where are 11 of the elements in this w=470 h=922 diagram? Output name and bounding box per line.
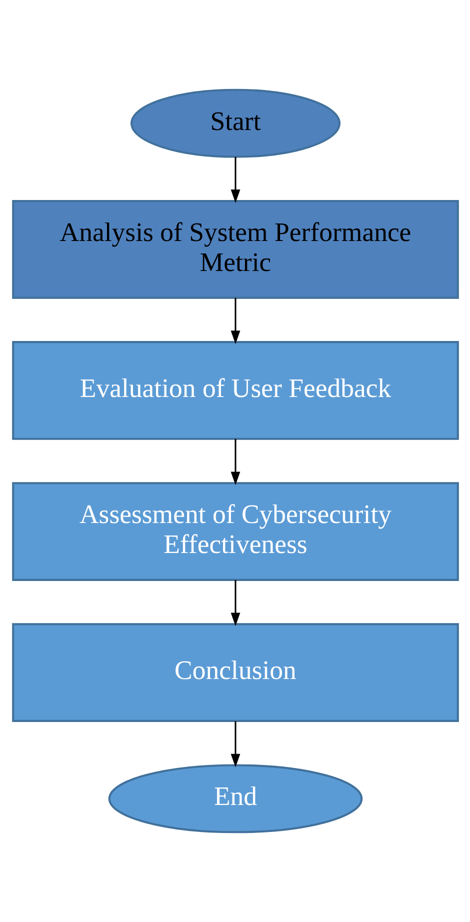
node-ellipse: Start [130,88,340,158]
arrow [230,580,240,626]
arrow [230,721,240,768]
arrow [230,438,240,486]
arrow [230,156,240,203]
arrow [230,298,240,344]
node-box: Assessment of Cybersecurity Effectiveness [12,482,458,581]
node-box: Conclusion [12,623,458,722]
node-box: Evaluation of User Feedback [12,341,458,440]
node-ellipse: End [108,764,362,834]
node-box: Analysis of System Performance Metric [12,200,458,299]
